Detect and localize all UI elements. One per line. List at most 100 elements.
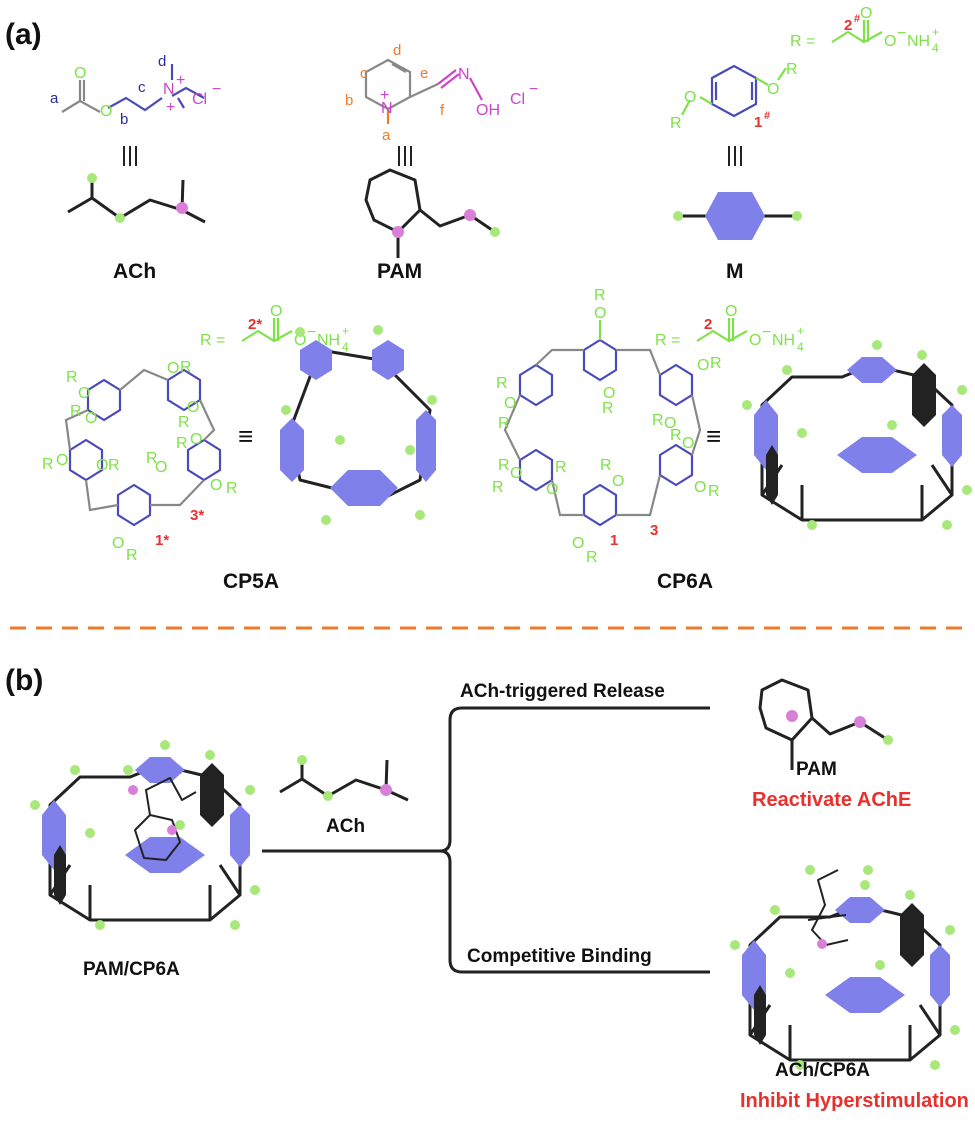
cp6a-r3: R: [496, 375, 508, 392]
cp6a-o6: O: [510, 465, 522, 482]
product-bottom-effect: Inhibit Hyperstimulation: [740, 1090, 969, 1112]
pam-label-a: a: [382, 127, 391, 144]
cp5a-r8: R: [108, 457, 120, 474]
cp6a-o9: O: [682, 435, 694, 452]
ach-carbonyl-o: O: [74, 65, 86, 82]
m-equiv: [728, 146, 742, 166]
pam-label-c: c: [360, 65, 368, 82]
m-o-right: O: [767, 81, 779, 98]
cp5a-equiv: ≡: [238, 421, 253, 451]
cp5a-r6: R: [226, 480, 238, 497]
m-structure: O R O R 1 #: [670, 61, 798, 132]
cp5a-r-oo: O: [294, 332, 306, 349]
ach-ester-o: O: [100, 103, 112, 120]
cp6a-r-nh: NH: [772, 332, 795, 349]
cp5a-r-definition: R = 2* O O − NH 4 +: [200, 303, 349, 354]
branch-top-label: ACh-triggered Release: [460, 681, 665, 702]
ach-counterion-charge: −: [212, 81, 221, 98]
cp6a-equiv: ≡: [706, 421, 721, 451]
cp5a-o7: O: [56, 452, 68, 469]
pam-name: PAM: [377, 260, 422, 283]
pam-cp6a-complex: [28, 738, 262, 932]
cp6a-r3b: R: [498, 415, 510, 432]
cp5a-r-prefix: R =: [200, 332, 225, 349]
cp6a-o7: O: [546, 481, 558, 498]
m-r-nh: NH: [907, 33, 930, 50]
cp5a-o4: O: [187, 399, 199, 416]
product-top-name: PAM: [796, 759, 837, 780]
cp6a-r10: R: [708, 483, 720, 500]
cp6a-r5: R: [652, 412, 664, 429]
cp5a-r-sub: 4: [342, 340, 349, 354]
ach-label-b: b: [120, 111, 128, 128]
ach-cartoon: [67, 173, 206, 224]
pam-counterion-charge: −: [529, 81, 538, 98]
m-r-minus: −: [897, 25, 906, 42]
cp5a-r9: R: [146, 450, 158, 467]
cp6a-r6: R: [498, 457, 510, 474]
cp6a-r4: R: [710, 355, 722, 372]
cp6a-r7: R: [555, 459, 567, 476]
ach-structure: O O a b c d N + + Cl −: [50, 53, 221, 128]
ach-label-d: d: [158, 53, 166, 70]
m-o-left: O: [684, 89, 696, 106]
m-r-pos-sup: #: [854, 13, 860, 25]
pam-label-e: e: [420, 65, 428, 82]
cp5a-structure: R = 2* O O − NH 4 + R O O R O R O R: [42, 303, 349, 564]
ach-n-plus-2: +: [166, 99, 175, 116]
cp6a-o8: O: [612, 473, 624, 490]
cp6a-r6b: R: [492, 479, 504, 496]
cp6a-r1: R: [594, 287, 606, 304]
panel-b-label: (b): [5, 664, 43, 697]
cp6a-o11: O: [572, 535, 584, 552]
product-top-effect: Reactivate AChE: [752, 789, 911, 811]
cp5a-r1: R: [66, 369, 78, 386]
ach-cp6a-complex: [728, 865, 962, 1072]
cp5a-r-minus: −: [307, 324, 316, 341]
pam-cartoon: [364, 168, 500, 258]
cp6a-o4: O: [697, 357, 709, 374]
m-cartoon: [673, 192, 802, 240]
cp5a-pos3: 3*: [190, 507, 204, 524]
cp6a-r2: R: [602, 400, 614, 417]
cp5a-o2: O: [85, 410, 97, 427]
pam-counterion: Cl: [510, 91, 525, 108]
ach-name: ACh: [113, 260, 156, 283]
reagent-ach-label: ACh: [326, 816, 365, 837]
cp6a-r8: R: [600, 457, 612, 474]
product-bottom-name: ACh/CP6A: [775, 1060, 870, 1081]
cp5a-o1: O: [78, 385, 90, 402]
cp5a-r7: R: [42, 456, 54, 473]
pam-label-b: b: [345, 92, 353, 109]
cp6a-r-prefix: R =: [655, 332, 680, 349]
cp5a-o9: O: [155, 459, 167, 476]
cp5a-o6: O: [210, 477, 222, 494]
cp5a-r10: R: [126, 547, 138, 564]
m-r-carbonyl-o: O: [860, 5, 872, 22]
cp5a-o10: O: [112, 535, 124, 552]
cp6a-structure: R = 2 O O − NH 4 + O R O R R O R O: [492, 287, 804, 566]
cp6a-pos3: 3: [650, 522, 658, 539]
reagent-ach-cartoon: [279, 755, 409, 802]
m-pos: 1: [754, 114, 762, 131]
panel-a-label: (a): [5, 18, 42, 51]
cp5a-r4: R: [178, 414, 190, 431]
m-r-pos: 2: [844, 17, 852, 34]
pam-oh: OH: [476, 102, 500, 119]
m-r-plus: +: [932, 25, 939, 39]
cp6a-o5: O: [664, 415, 676, 432]
released-pam-cartoon: [758, 678, 893, 770]
ach-label-a: a: [50, 90, 59, 107]
cp5a-r-plus: +: [342, 324, 349, 338]
cp5a-r5: R: [176, 435, 188, 452]
ach-nitrogen: N: [163, 81, 175, 98]
m-r-definition: R = 2 # O O − NH 4 +: [790, 5, 939, 55]
cp6a-pos1: 1: [610, 532, 618, 549]
cp6a-o2: O: [603, 385, 615, 402]
cp6a-r-definition: R = 2 O O − NH 4 +: [655, 303, 804, 354]
pam-nitrogen: N: [381, 100, 393, 117]
cp6a-cartoon: [740, 338, 974, 532]
cp6a-name: CP6A: [657, 570, 713, 593]
cp6a-r-pos: 2: [704, 316, 712, 333]
pam-structure: N + N OH Cl − a b c d e f: [345, 42, 538, 144]
